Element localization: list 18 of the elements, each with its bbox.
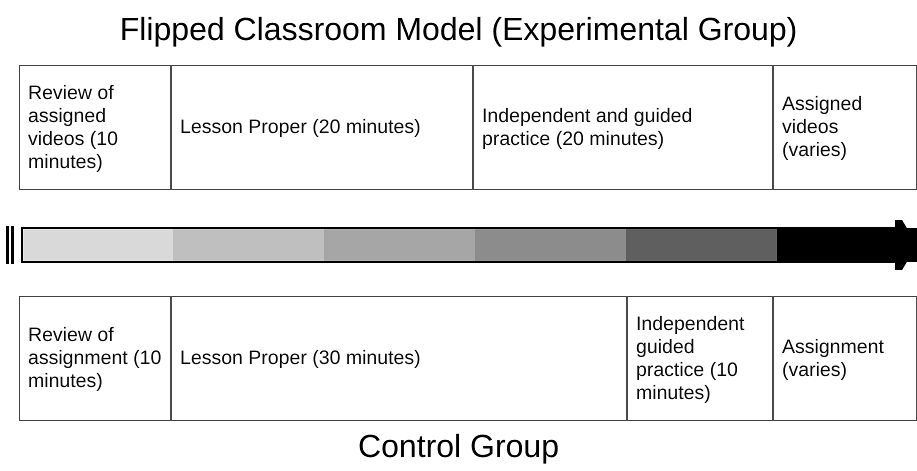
table-cell <box>773 65 917 190</box>
table-cell <box>627 296 773 421</box>
cell-text: Review of assigned videos (10 minutes) <box>28 82 119 174</box>
table-cell <box>19 65 171 190</box>
group-heading: Control Group <box>357 427 560 465</box>
title: Flipped Classroom Model (Experimental Group) <box>118 10 798 48</box>
cell-text: Assigned videos (varies) <box>782 93 864 162</box>
cell-text: Review of assignment (10 minutes) <box>28 324 162 393</box>
cell-text: Independent and guided practice (20 minutes) <box>482 104 694 150</box>
cell-text: Lesson Proper (20 minutes) <box>180 116 421 139</box>
table-cell <box>171 65 473 190</box>
table-cell <box>19 296 171 421</box>
table-cell <box>171 296 627 421</box>
cell-text: Lesson Proper (30 minutes) <box>180 347 421 370</box>
cell-text: Assignment (varies) <box>782 336 885 382</box>
cell-text: Independent guided practice (10 minutes) <box>636 312 746 404</box>
table-cell <box>773 296 917 421</box>
table-cell <box>473 65 773 190</box>
